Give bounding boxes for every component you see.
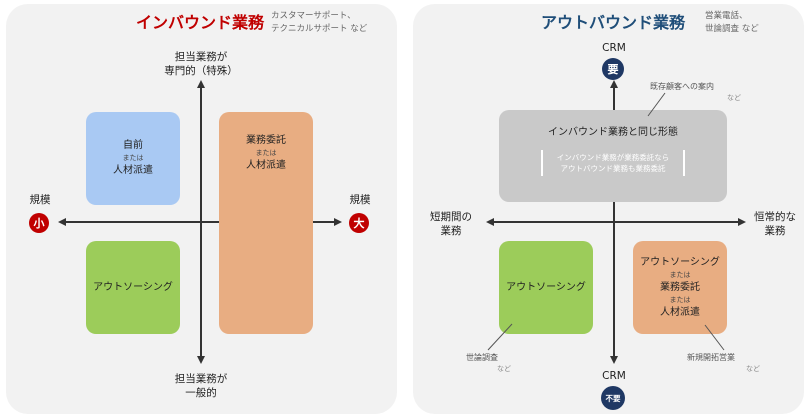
box-title: 自前 — [123, 140, 143, 151]
inbound-subtitle-line1: カスタマーサポート、 — [271, 11, 356, 21]
callout-newbiz-nado: など — [746, 365, 760, 373]
outbound-crm-top-label: CRM — [602, 42, 626, 54]
outbound-short-term-line1: 短期間の — [430, 211, 472, 223]
box-sub: 人材派遣 — [246, 160, 286, 171]
inbound-title: インバウンド業務 — [136, 13, 265, 32]
outbound-subtitle-line2: 世論調査 など — [705, 24, 759, 34]
box-note-line2: アウトバウンド業務も業務委託 — [560, 164, 666, 173]
inbound-top-label-line2: 専門的（特殊） — [164, 65, 238, 77]
box-note-bracket: インバウンド業務が業務委託なら アウトバウンド業務も業務委託 — [540, 150, 686, 176]
box-title: アウトソーシング — [506, 281, 586, 293]
box-note-line1: インバウンド業務が業務委託なら — [556, 153, 670, 162]
outbound-box-outsourcing: アウトソーシング — [499, 241, 593, 334]
box-or2: または — [669, 295, 691, 304]
outbound-subtitle-line1: 営業電話、 — [705, 11, 748, 21]
box-or1: または — [669, 270, 691, 279]
inbound-bottom-label-line1: 担当業務が — [174, 373, 228, 385]
box-title: インバウンド業務と同じ形態 — [548, 127, 678, 138]
outbound-box-same-as-inbound: インバウンド業務と同じ形態 インバウンド業務が業務委託なら アウトバウンド業務も… — [499, 110, 727, 202]
inbound-box-entrust: 業務委託 または 人材派遣 — [219, 112, 313, 334]
box-line3: 人材派遣 — [660, 306, 700, 318]
box-title: アウトソーシング — [93, 281, 173, 293]
outbound-crm-not-required-badge: 不要 — [601, 386, 625, 410]
callout-existing-nado: など — [727, 94, 741, 102]
outbound-ongoing-line2: 業務 — [764, 225, 786, 237]
callout-survey-nado: など — [497, 365, 511, 373]
outbound-crm-required-badge: 要 — [602, 58, 624, 80]
callout-opinion-survey: 世論調査 — [466, 353, 498, 362]
inbound-top-label-line1: 担当業務が — [174, 51, 228, 63]
outbound-ongoing-line1: 恒常的な — [754, 211, 796, 223]
box-line2: 業務委託 — [660, 281, 700, 293]
inbound-subtitle-line2: テクニカルサポート など — [271, 24, 368, 34]
box-or: または — [255, 149, 277, 157]
box-or: または — [122, 154, 144, 162]
box-title: 業務委託 — [246, 135, 286, 146]
inbound-small-badge: 小 — [29, 213, 49, 233]
outbound-crm-bottom-label: CRM — [602, 370, 626, 382]
inbound-box-in-house: 自前 または 人材派遣 — [86, 112, 180, 205]
outbound-box-mixed: アウトソーシング または 業務委託 または 人材派遣 — [633, 241, 727, 334]
inbound-box-outsourcing: アウトソーシング — [86, 241, 180, 334]
box-sub: 人材派遣 — [113, 165, 153, 176]
inbound-scale-large-label: 規模 — [349, 194, 371, 206]
inbound-bottom-label-line2: 一般的 — [185, 387, 217, 399]
inbound-large-badge: 大 — [349, 213, 369, 233]
callout-existing-customers: 既存顧客への案内 — [650, 82, 714, 91]
outbound-short-term-line2: 業務 — [440, 225, 462, 237]
callout-new-business: 新規開拓営業 — [687, 353, 735, 362]
outbound-title: アウトバウンド業務 — [541, 13, 686, 32]
box-line1: アウトソーシング — [640, 256, 720, 268]
inbound-scale-small-label: 規模 — [29, 194, 51, 206]
